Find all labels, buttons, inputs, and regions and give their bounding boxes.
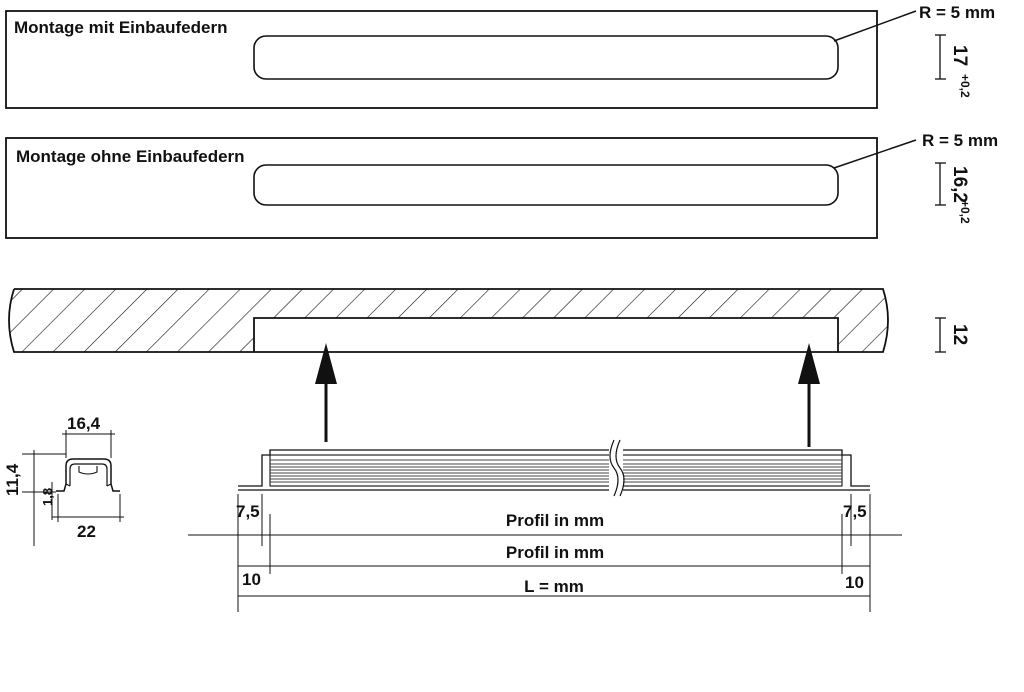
right-end-value: 10 [845, 573, 864, 592]
slot-height-value: 16,2 [949, 166, 970, 203]
height-value: 11,4 [3, 463, 22, 496]
width-top-dimension [62, 430, 115, 458]
slot-height-tolerance: +0,2 [958, 74, 972, 98]
slot-height-tolerance: +0,2 [958, 200, 972, 224]
groove-outline [253, 317, 839, 353]
profile-upper-label: Profil in mm [506, 511, 604, 530]
insertion-arrow-right [798, 343, 820, 447]
profile-lower-label: Profil in mm [506, 543, 604, 562]
panel-outline [5, 10, 878, 109]
panel-with-springs: Montage mit Einbaufedern R = 5 mm 17 +0,… [5, 3, 995, 109]
slot-height-dimension [935, 34, 946, 80]
profile-end-view: 16,4 11,4 1,8 22 [3, 414, 124, 546]
radius-label: R = 5 mm [922, 131, 998, 150]
profile-strip [238, 439, 870, 497]
groove-depth-dimension [935, 317, 946, 353]
cutout-slot [253, 164, 839, 206]
left-end-value: 10 [242, 570, 261, 589]
slab-outline [14, 288, 889, 353]
cutout-slot [253, 35, 839, 80]
inner-value: 1,8 [40, 488, 55, 506]
length-dimensions: 7,5 7,5 Profil in mm Profil in mm 10 10 … [188, 494, 902, 612]
right-offset-value: 7,5 [843, 502, 867, 521]
groove-depth-value: 12 [949, 324, 970, 345]
radius-label: R = 5 mm [919, 3, 995, 22]
width-bottom-dimension [52, 494, 124, 522]
width-top-value: 16,4 [67, 414, 101, 433]
width-bottom-value: 22 [77, 522, 96, 541]
cross-section: 12 [8, 288, 970, 353]
left-offset-value: 7,5 [236, 502, 260, 521]
panel-outline [5, 137, 878, 239]
panel-label: Montage mit Einbaufedern [14, 18, 227, 37]
total-length-label: L = mm [524, 577, 584, 596]
panel-label: Montage ohne Einbaufedern [16, 147, 245, 166]
panel-without-springs: Montage ohne Einbaufedern R = 5 mm 16,2 … [5, 131, 998, 239]
slot-height-value: 17 [949, 45, 970, 66]
break-line [609, 439, 619, 497]
height-dimension [22, 450, 66, 546]
radius-leader [833, 10, 917, 42]
radius-leader [833, 139, 917, 169]
insertion-arrow-left [315, 343, 337, 442]
slot-height-dimension [935, 162, 946, 206]
